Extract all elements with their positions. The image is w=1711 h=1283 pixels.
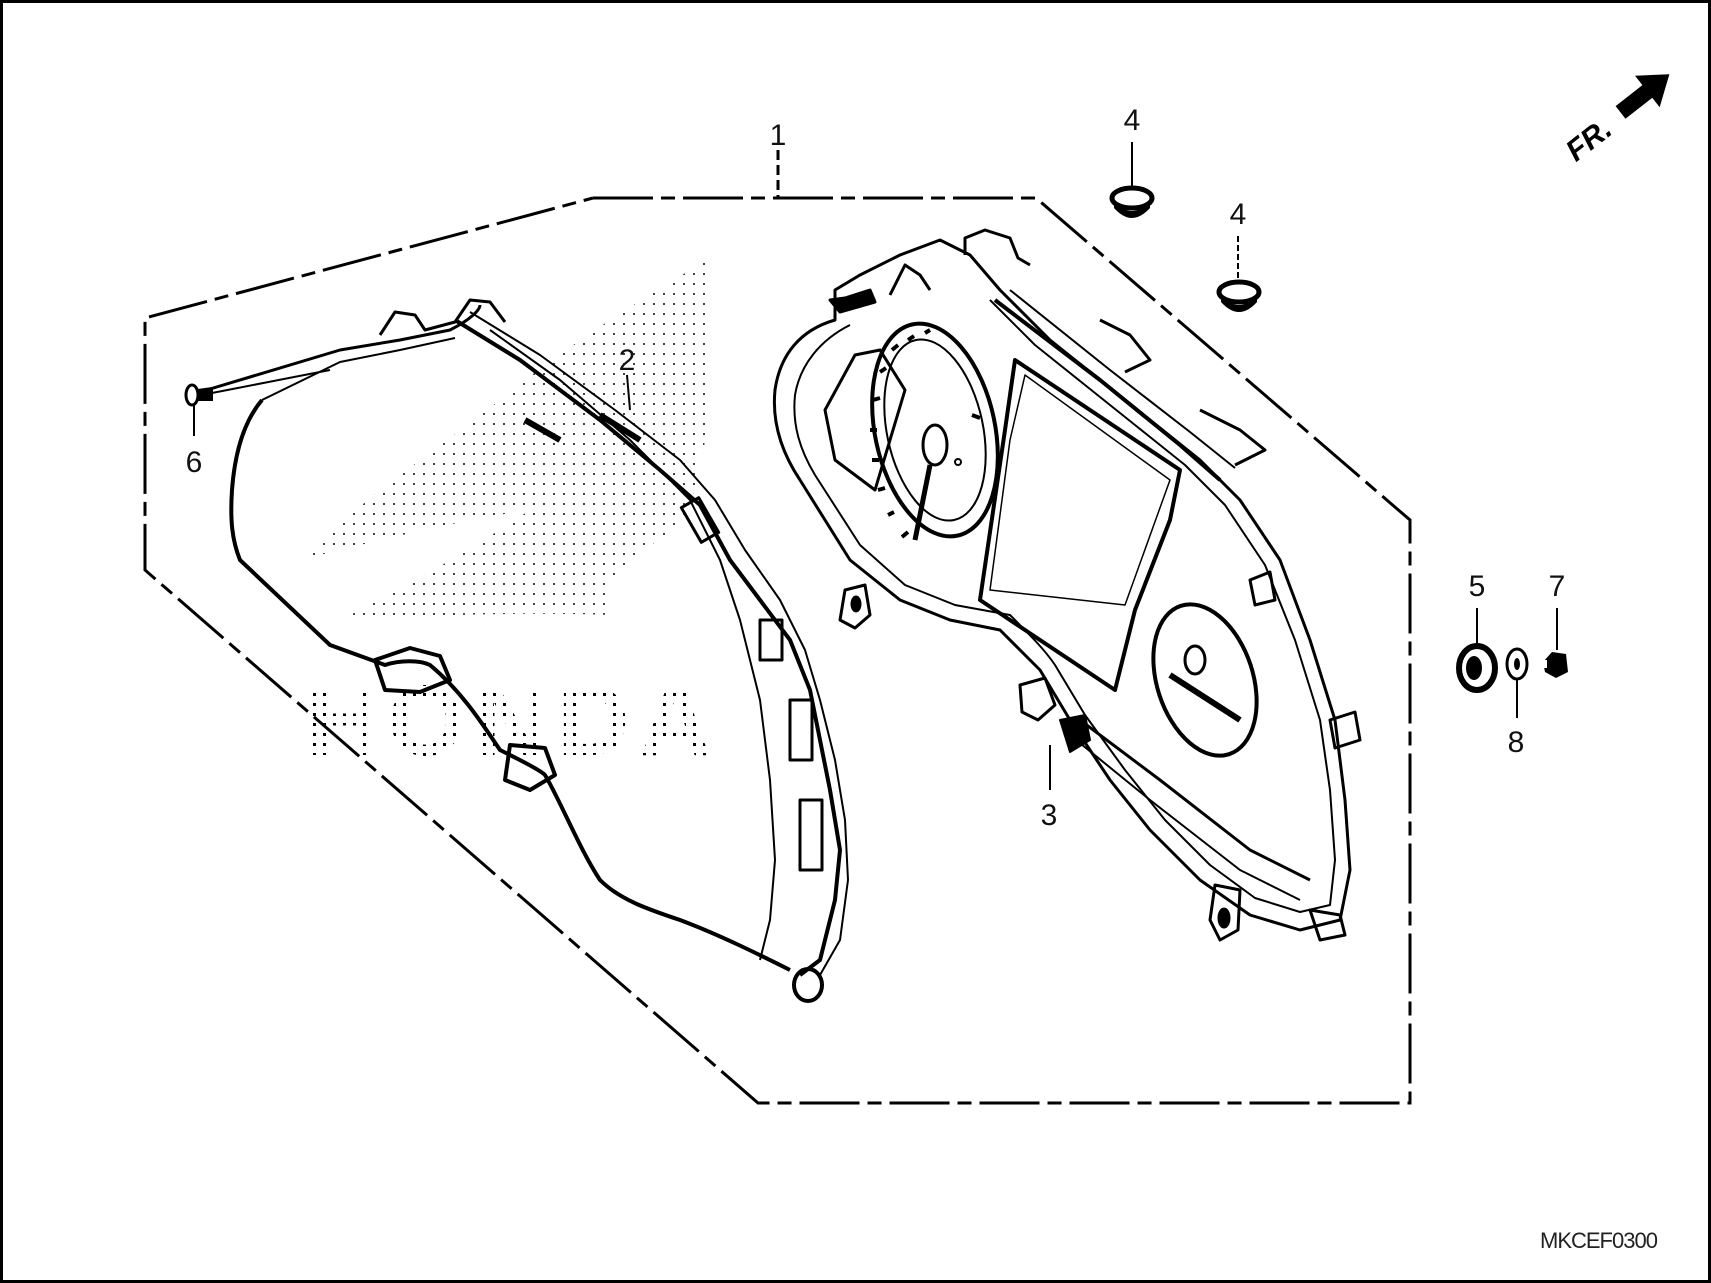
grommet-part-4-b <box>1216 236 1262 312</box>
grommet-part-4-a <box>1109 142 1155 218</box>
callout-4a: 4 <box>1124 104 1141 137</box>
callout-2: 2 <box>619 344 636 377</box>
callout-7: 7 <box>1549 570 1566 603</box>
fr-label: FR. <box>1560 112 1618 168</box>
callout-8: 8 <box>1508 726 1525 759</box>
screw-part-6 <box>184 369 331 436</box>
callout-6: 6 <box>186 446 203 479</box>
assembly-boundary <box>143 196 1412 1105</box>
honda-wing-logo <box>300 258 710 620</box>
meter-case <box>772 228 1362 942</box>
honda-watermark-text: HONDA <box>305 665 722 777</box>
washer-part-8 <box>1505 647 1529 718</box>
front-direction-indicator: FR. <box>1560 74 1670 168</box>
callout-3: 3 <box>1041 799 1058 832</box>
diagram-code: MKCEF0300 <box>1540 1228 1658 1253</box>
callout-5: 5 <box>1469 570 1486 603</box>
meter-cover <box>199 298 849 1003</box>
bolt-part-7 <box>1541 608 1568 678</box>
rubber-mount-part-5 <box>1456 608 1498 693</box>
callout-4b: 4 <box>1230 198 1247 231</box>
callout-1: 1 <box>770 119 787 152</box>
arrow-up-right-icon <box>1615 74 1670 119</box>
callout-2-leader <box>626 374 631 411</box>
